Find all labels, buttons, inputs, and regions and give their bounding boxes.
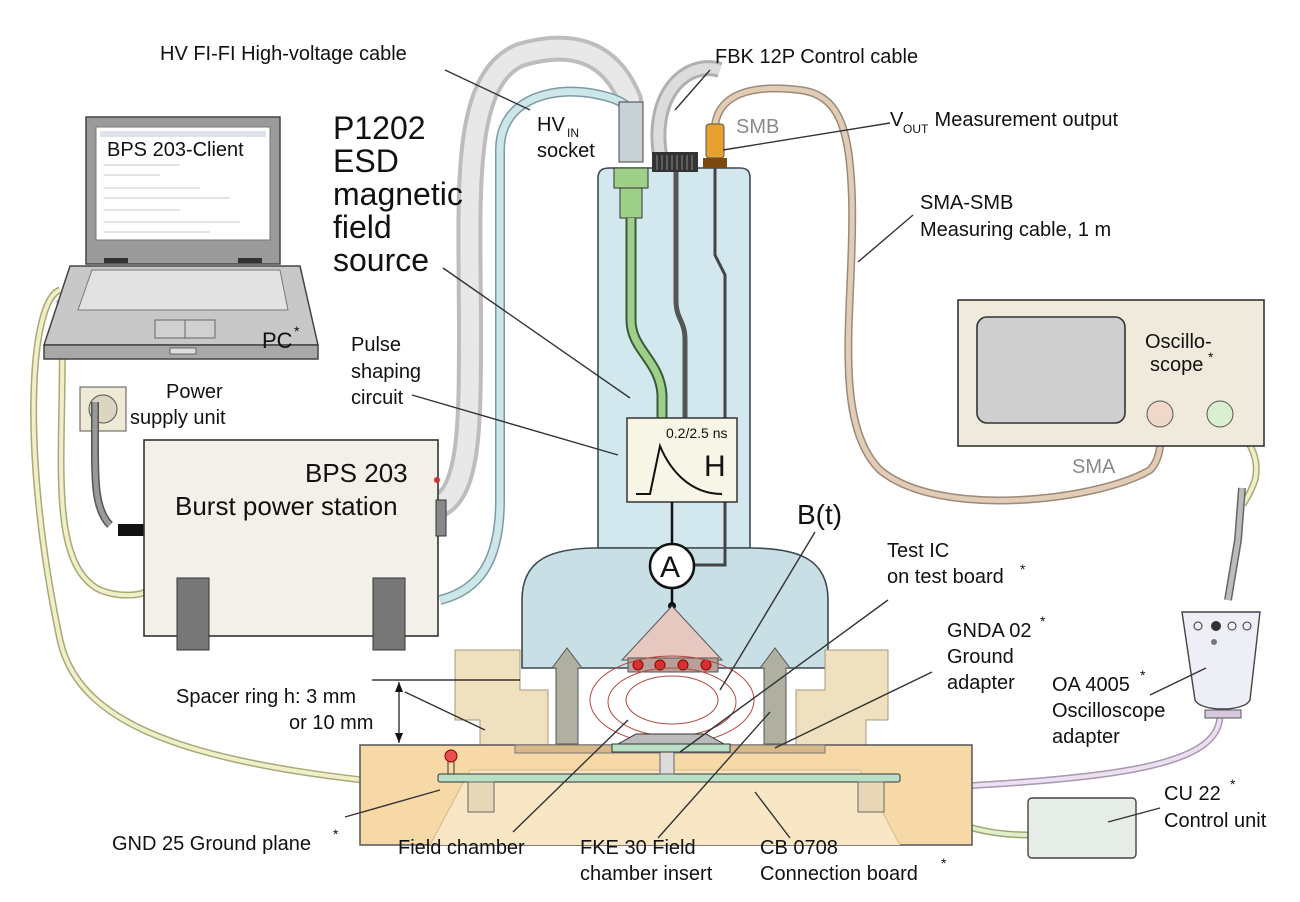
h-symbol: H — [704, 450, 726, 483]
leader-lines — [344, 69, 1207, 839]
pc-label: PC — [262, 328, 293, 353]
psu-label-1: Power — [166, 381, 223, 403]
psu-cable — [56, 299, 147, 599]
hv-cable — [427, 35, 643, 518]
hv-socket — [613, 101, 649, 219]
spacer-dimension — [372, 679, 520, 743]
test-ic-label-2: on test board — [887, 566, 1004, 588]
field-chamber-label: Field chamber — [398, 837, 525, 859]
oa-label-2: Oscilloscope — [1052, 700, 1165, 722]
pulse-time: 0.2/2.5 ns — [666, 425, 728, 441]
cu-label-2: Control unit — [1164, 810, 1267, 832]
pulse-shaping-box — [626, 417, 738, 503]
hv-socket-label: socket — [537, 140, 595, 162]
pc-star: * — [294, 323, 300, 339]
vout-line — [695, 168, 727, 567]
oa-star: * — [1140, 667, 1146, 683]
fke-label-2: chamber insert — [580, 863, 713, 885]
spacer-ring — [454, 647, 889, 746]
bps-label-2: Burst power station — [175, 491, 398, 521]
source-label-2: ESD — [333, 143, 399, 179]
cu-label-1: CU 22 — [1164, 783, 1221, 805]
gnda-star: * — [1040, 613, 1046, 629]
cu-star: * — [1230, 776, 1236, 792]
gnda-label-2: Ground — [947, 646, 1014, 668]
cb-label-1: CB 0708 — [760, 837, 838, 859]
source-label-4: field — [333, 209, 392, 245]
gnd25-label: GND 25 Ground plane — [112, 833, 311, 855]
vout-main: V — [890, 109, 904, 131]
hv-in-label: HV — [537, 114, 565, 136]
vout-rest: Measurement output — [929, 109, 1118, 131]
pulse-label-2: shaping — [351, 361, 421, 383]
cu-22-box — [1027, 797, 1137, 859]
cb-label-2: Connection board — [760, 863, 918, 885]
pc-to-ground-cable — [30, 286, 471, 794]
source-label-5: source — [333, 242, 429, 278]
gnda-label-3: adapter — [947, 672, 1015, 694]
psu-label-2: supply unit — [130, 407, 226, 429]
test-ic-label-1: Test IC — [887, 540, 949, 562]
hv-light-cable — [438, 86, 637, 605]
bps-203-station — [143, 439, 447, 651]
oscilloscope — [957, 299, 1265, 447]
sma-label: SMA — [1072, 456, 1116, 478]
gnd25-star: * — [333, 826, 339, 842]
cb-star: * — [941, 855, 947, 871]
sma-smb-label-1: SMA-SMB — [920, 192, 1013, 214]
scope-star: * — [1208, 349, 1214, 365]
pulse-label-3: circuit — [351, 387, 404, 409]
pulse-label-1: Pulse — [351, 334, 401, 356]
client-title: BPS 203-Client — [107, 139, 244, 161]
gnda-label-1: GNDA 02 — [947, 620, 1031, 642]
test-ic-star: * — [1020, 561, 1026, 577]
bt-label: B(t) — [797, 499, 842, 530]
source-label-1: P1202 — [333, 110, 426, 146]
probe-turns — [632, 659, 712, 671]
smb-label: SMB — [736, 116, 779, 138]
hv-cable-label: HV FI-FI High-voltage cable — [160, 43, 407, 65]
hv-in-sub: IN — [567, 126, 579, 140]
control-line — [673, 172, 688, 420]
fbk-cable-label: FBK 12P Control cable — [715, 46, 918, 68]
spacer-label-2: or 10 mm — [289, 712, 373, 734]
vout-sub: OUT — [903, 122, 929, 136]
source-label-3: magnetic — [333, 176, 463, 212]
power-supply-unit — [79, 386, 144, 536]
client-window-lines — [104, 164, 240, 233]
ammeter-label: A — [660, 551, 680, 584]
scope-label-1: Oscillo- — [1145, 331, 1212, 353]
fbk-control-cable — [650, 60, 723, 157]
scope-label-2: scope — [1150, 354, 1203, 376]
spacer-label-1: Spacer ring h: 3 mm — [176, 686, 356, 708]
bps-label-1: BPS 203 — [305, 458, 408, 488]
smb-connector — [703, 123, 727, 168]
sma-smb-label-2: Measuring cable, 1 m — [920, 219, 1111, 241]
pc-laptop: BPS 203-Client — [42, 116, 319, 360]
fbk-connector — [652, 152, 698, 172]
oa-label-1: OA 4005 — [1052, 674, 1130, 696]
fke-label-1: FKE 30 Field — [580, 837, 696, 859]
sma-smb-cable — [711, 84, 1165, 505]
oa-4005-adapter — [1181, 487, 1261, 719]
oa-label-3: adapter — [1052, 726, 1120, 748]
